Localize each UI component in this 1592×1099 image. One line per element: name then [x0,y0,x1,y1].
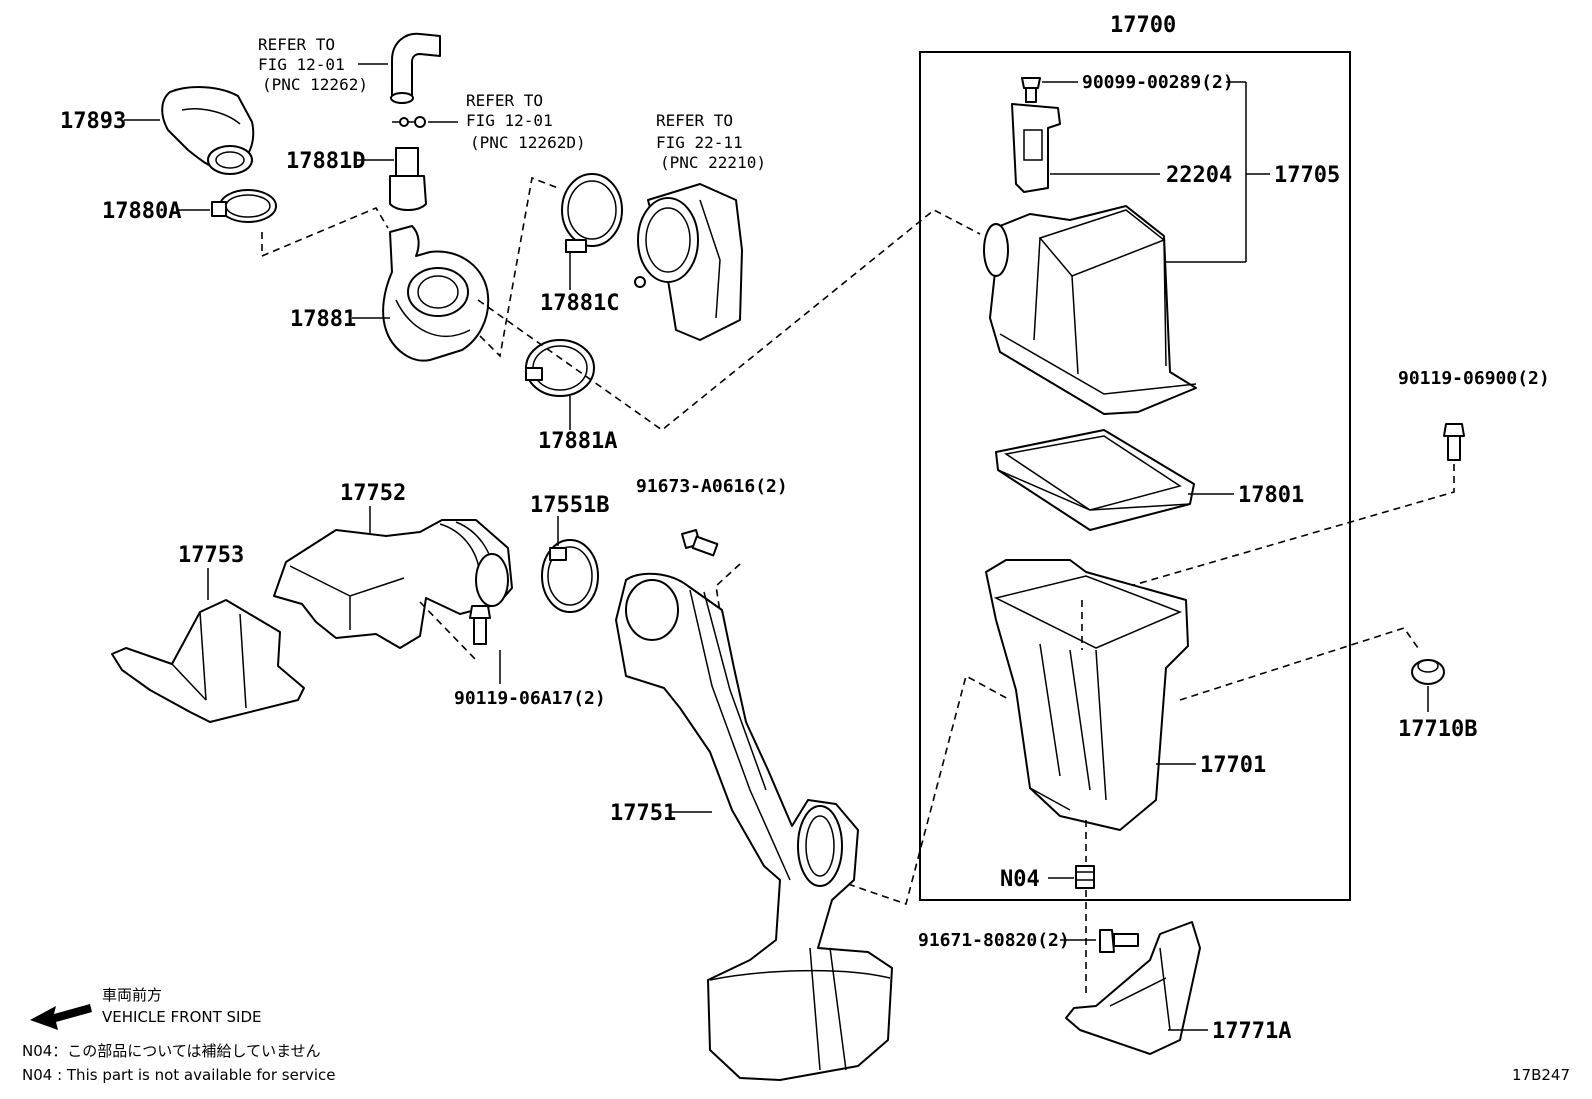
label-17893[interactable]: 17893 [60,109,126,134]
label-17551B[interactable]: 17551B [530,493,609,518]
part-91671-80820-bolt-drawing [1099,929,1139,953]
part-17753-drawing [111,599,305,723]
part-17801-filter-drawing [995,429,1195,531]
label-17881A[interactable]: 17881A [538,429,617,454]
part-22204-sensor-drawing [1011,103,1061,193]
label-22204[interactable]: 22204 [1166,163,1232,188]
part-N04-drawing [1075,865,1095,889]
throttle-body-drawing [634,183,743,341]
ref-3-line-3: (PNC 22210) [660,153,766,172]
part-17881A-drawing [525,339,595,397]
label-91671-80820[interactable]: 91671-80820(2) [918,930,1070,951]
ref-2-line-2: FIG 12-01 [466,111,553,130]
air-cleaner-cap-drawing [983,205,1197,415]
part-90099-screw-drawing [1021,77,1041,103]
figure-code: 17B247 [1512,1066,1570,1084]
label-17752[interactable]: 17752 [340,481,406,506]
ref-1-line-2: FIG 12-01 [258,55,345,74]
label-17753[interactable]: 17753 [178,543,244,568]
label-17700[interactable]: 17700 [1110,13,1176,38]
legend-direction-jp: 車両前方 [102,986,162,1004]
label-17710B[interactable]: 17710B [1398,717,1477,742]
legend-direction-en: VEHICLE FRONT SIDE [102,1008,262,1026]
legend-note-en: N04 : This part is not available for ser… [22,1066,336,1084]
ref-2-line-3: (PNC 12262D) [470,133,586,152]
label-90119-06A17[interactable]: 90119-06A17(2) [454,688,606,709]
part-90119-06900-bolt-drawing [1443,423,1465,461]
label-17771A[interactable]: 17771A [1212,1019,1291,1044]
label-17701[interactable]: 17701 [1200,753,1266,778]
ref-2-line-1: REFER TO [466,91,543,110]
label-N04[interactable]: N04 [1000,867,1040,892]
label-17881D[interactable]: 17881D [286,149,365,174]
label-17881C[interactable]: 17881C [540,291,619,316]
part-90119-06A17-bolt-drawing [469,605,491,645]
assembly-box-17700 [919,51,1351,901]
label-17705[interactable]: 17705 [1274,163,1340,188]
ref-1-hose-drawing [390,32,441,104]
ref-1-line-3: (PNC 12262) [262,75,368,94]
part-17751-duct-drawing [615,572,893,1081]
part-17893-drawing [161,86,255,175]
ref-1-line-1: REFER TO [258,35,335,54]
label-90119-06900[interactable]: 90119-06900(2) [1398,368,1550,389]
part-91673-bolt-drawing [681,529,719,557]
ref-2-fitting-drawing [392,116,426,128]
part-17881C-drawing [561,173,623,253]
label-17751[interactable]: 17751 [610,801,676,826]
label-17801[interactable]: 17801 [1238,483,1304,508]
part-17551B-drawing [541,539,599,613]
part-17880A-drawing [211,189,277,223]
ref-3-line-2: FIG 22-11 [656,133,743,152]
ref-3-line-1: REFER TO [656,111,733,130]
part-17771A-bracket-drawing [1065,921,1201,1055]
part-17752-drawing [273,519,513,649]
part-17881-drawing [382,225,490,362]
legend-note-jp: N04：この部品については補給していません [22,1042,321,1060]
label-90099-00289[interactable]: 90099-00289(2) [1082,72,1234,93]
part-17881D-drawing [389,147,427,211]
label-17881[interactable]: 17881 [290,307,356,332]
label-17880A[interactable]: 17880A [102,199,181,224]
label-91673-A0616[interactable]: 91673-A0616(2) [636,476,788,497]
part-17701-case-drawing [985,559,1189,831]
part-17710B-drawing [1411,659,1445,685]
front-arrow-icon [30,1004,92,1030]
